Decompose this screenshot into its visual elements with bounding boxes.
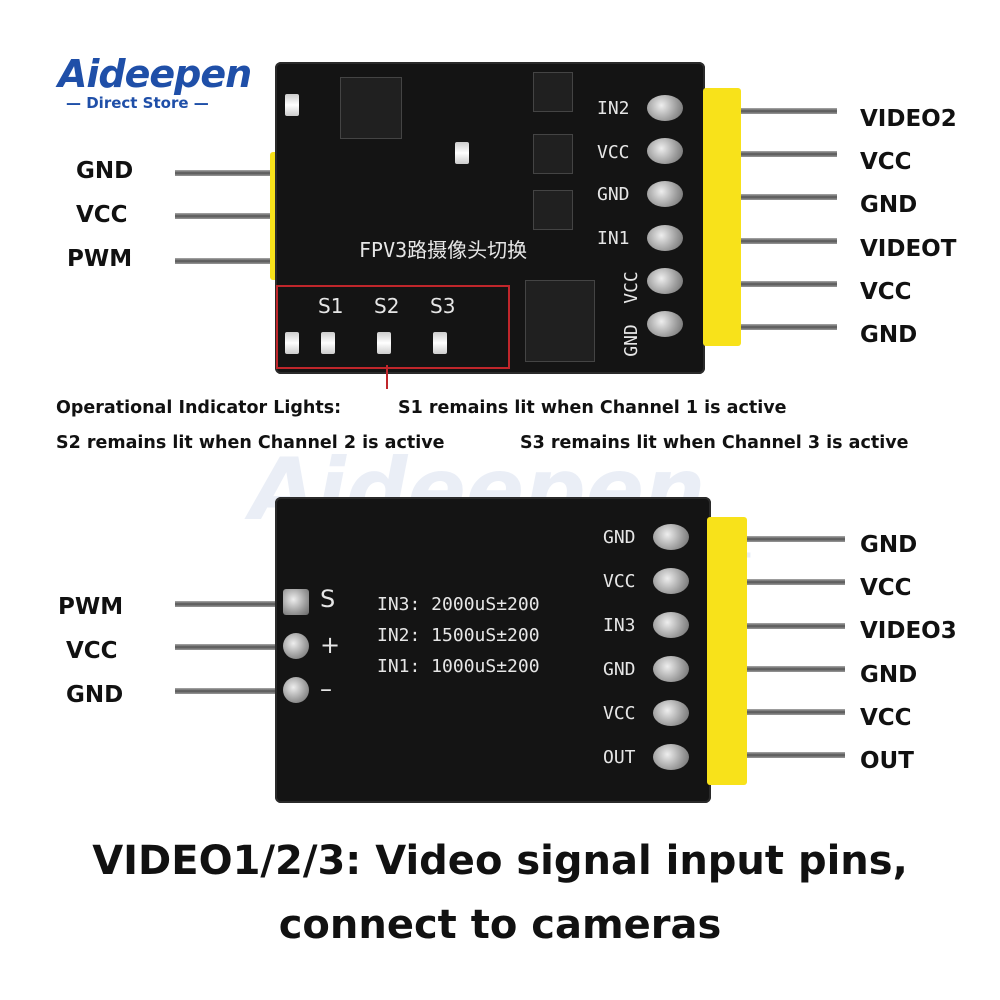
pin-left-3 (175, 258, 280, 264)
note-s3: S3 remains lit when Channel 3 is active (520, 433, 909, 453)
brand-logo: Aideepen — Direct Store — (58, 52, 278, 114)
solder-pad (653, 612, 689, 638)
logo-sub-text: — Direct Store — (66, 94, 209, 112)
label-right-gnd: GND (860, 322, 918, 348)
pin-right-5 (735, 281, 837, 287)
silk-pin-in2: IN2 (597, 98, 630, 119)
indicator-highlight-box (276, 285, 510, 369)
label-right-gnd: GND (860, 532, 918, 558)
pin-left-2 (175, 644, 285, 650)
solder-pad (653, 656, 689, 682)
solder-pad (647, 268, 683, 294)
silk-minus: – (320, 675, 332, 703)
smd-component (285, 332, 299, 354)
pin-right-6 (735, 752, 845, 758)
silk-pin-in1: IN1 (597, 228, 630, 249)
silk-led-s3: S3 (430, 294, 456, 318)
pin-right-1 (735, 108, 837, 114)
pin-right-2 (735, 579, 845, 585)
label-left-vcc: VCC (76, 202, 128, 228)
header-right-bottom (707, 517, 747, 785)
label-right-vcc: VCC (860, 279, 912, 305)
led-s2 (377, 332, 391, 354)
silk-pin-gnd: GND (597, 184, 630, 205)
solder-pad (283, 633, 309, 659)
pin-right-1 (735, 536, 845, 542)
silk-pin-gnd: GND (620, 324, 642, 357)
logo-brand-text: Aideepen (58, 52, 252, 96)
solder-pad-square (283, 589, 309, 615)
silk-in3-timing: IN3: 2000uS±200 (377, 594, 540, 615)
solder-pad (647, 311, 683, 337)
pin-right-4 (735, 238, 837, 244)
silk-pin-gnd: GND (603, 659, 636, 680)
silk-pin-vcc: VCC (603, 703, 636, 724)
silk-led-s1: S1 (318, 294, 344, 318)
pcb-board-bottom: S + – IN3: 2000uS±200 IN2: 1500uS±200 IN… (275, 497, 711, 803)
solder-pad (647, 225, 683, 251)
silk-board-title: FPV3路摄像头切换 (359, 238, 528, 262)
silk-pin-out: OUT (603, 747, 636, 768)
silk-led-s2: S2 (374, 294, 400, 318)
pin-right-6 (735, 324, 837, 330)
led-s1 (321, 332, 335, 354)
ic-3 (533, 190, 573, 230)
solder-pad (653, 744, 689, 770)
pin-right-3 (735, 623, 845, 629)
solder-pad (653, 568, 689, 594)
label-right-video2: VIDEO2 (860, 106, 957, 132)
pin-left-1 (175, 601, 285, 607)
silk-in1-timing: IN1: 1000uS±200 (377, 656, 540, 677)
solder-pad (283, 677, 309, 703)
label-left-gnd: GND (66, 682, 124, 708)
label-right-vcc: VCC (860, 149, 912, 175)
indicator-pointer-line (386, 365, 388, 389)
label-left-gnd: GND (76, 158, 134, 184)
solder-pad (647, 181, 683, 207)
note-s1: S1 remains lit when Channel 1 is active (398, 398, 787, 418)
solder-pad (653, 700, 689, 726)
label-right-videot: VIDEOT (860, 236, 957, 262)
pin-left-2 (175, 213, 280, 219)
solder-pad (653, 524, 689, 550)
caption-line-2: connect to cameras (278, 902, 722, 948)
label-left-pwm: PWM (67, 246, 133, 272)
pin-left-3 (175, 688, 285, 694)
pin-right-3 (735, 194, 837, 200)
label-left-pwm: PWM (58, 594, 124, 620)
header-right-top (703, 88, 741, 346)
note-s2: S2 remains lit when Channel 2 is active (56, 433, 445, 453)
silk-plus: + (320, 631, 341, 659)
pin-right-5 (735, 709, 845, 715)
label-right-gnd: GND (860, 662, 918, 688)
label-right-video3: VIDEO3 (860, 618, 957, 644)
silk-pin-vcc: VCC (603, 571, 636, 592)
label-left-vcc: VCC (66, 638, 118, 664)
pin-right-2 (735, 151, 837, 157)
caption-line-1: VIDEO1/2/3: Video signal input pins, (92, 838, 908, 884)
silk-in2-timing: IN2: 1500uS±200 (377, 625, 540, 646)
smd-component (285, 94, 299, 116)
pin-right-4 (735, 666, 845, 672)
silk-signal: S (320, 585, 336, 613)
regulator-chip (340, 77, 402, 139)
solder-pad (647, 95, 683, 121)
silk-pin-vcc: VCC (597, 142, 630, 163)
label-right-out: OUT (860, 748, 914, 774)
label-right-vcc: VCC (860, 575, 912, 601)
label-right-gnd: GND (860, 192, 918, 218)
ic-1 (533, 72, 573, 112)
pcb-board-top: FPV3路摄像头切换 S1 S2 S3 IN2 VCC GND IN1 VCC … (275, 62, 705, 374)
silk-pin-vcc: VCC (620, 271, 642, 304)
label-right-vcc: VCC (860, 705, 912, 731)
ic-2 (533, 134, 573, 174)
switch-ic (525, 280, 595, 362)
silk-pin-in3: IN3 (603, 615, 636, 636)
led-s3 (433, 332, 447, 354)
note-indicator-title: Operational Indicator Lights: (56, 398, 342, 418)
smd-component (455, 142, 469, 164)
pin-left-1 (175, 170, 280, 176)
silk-pin-gnd: GND (603, 527, 636, 548)
solder-pad (647, 138, 683, 164)
